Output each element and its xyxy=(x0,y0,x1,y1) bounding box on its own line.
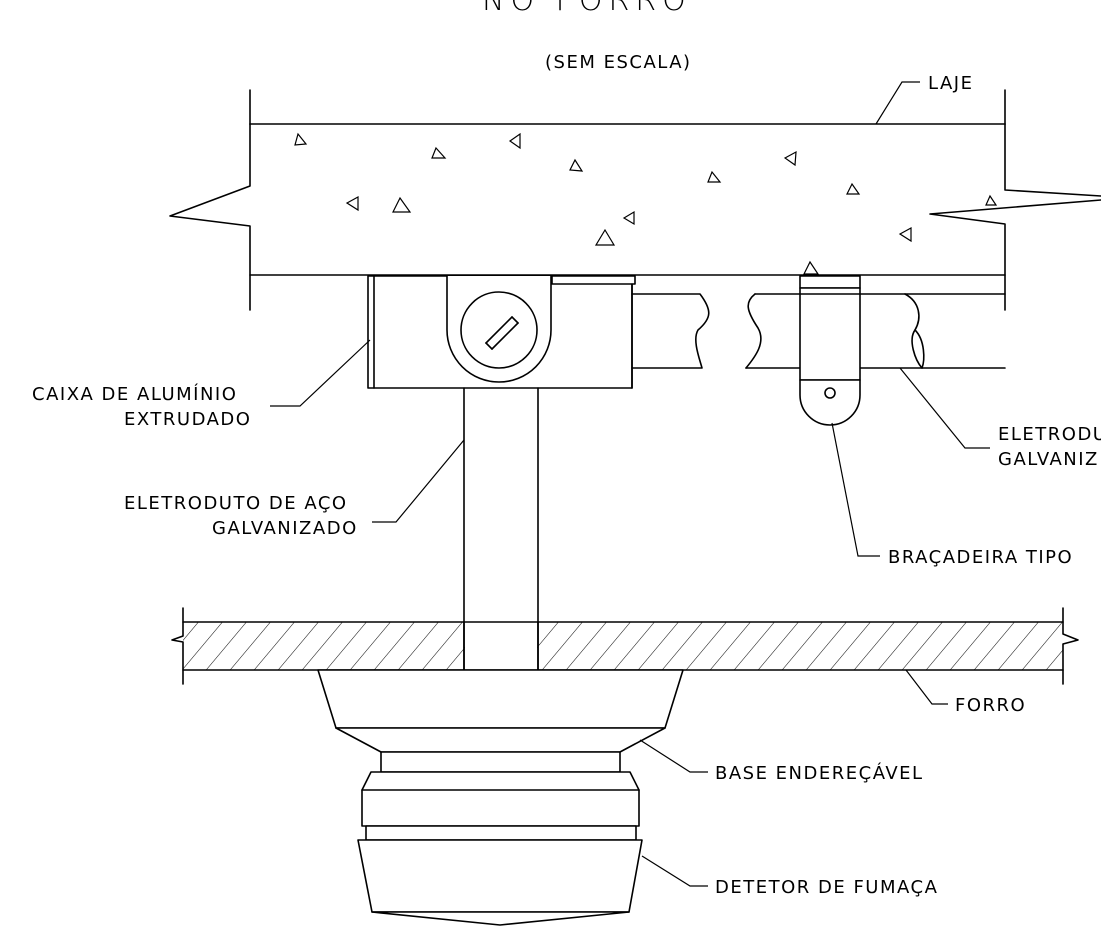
laje-callout: LAJE xyxy=(875,73,973,125)
label-eletroduto-right-line2: GALVANIZ xyxy=(998,449,1099,470)
label-laje: LAJE xyxy=(928,73,973,94)
bracadeira-callout: BRAÇADEIRA TIPO xyxy=(831,422,1073,568)
eletroduto-right-callout: ELETRODU GALVANIZ xyxy=(899,367,1101,470)
drawing-title: NO FORRO xyxy=(482,0,692,18)
label-caixa-line2: EXTRUDADO xyxy=(124,409,251,430)
conduit-clamp xyxy=(799,275,861,426)
horizontal-conduit-stub xyxy=(631,293,710,369)
slab xyxy=(169,89,1101,311)
label-caixa-line1: CAIXA DE ALUMÍNIO xyxy=(32,383,237,405)
label-detetor: DETETOR DE FUMAÇA xyxy=(715,877,938,898)
base-callout: BASE ENDEREÇÁVEL xyxy=(639,739,924,784)
label-forro: FORRO xyxy=(955,695,1026,716)
label-eletroduto-left-line1: ELETRODUTO DE AÇO xyxy=(124,493,348,514)
caixa-callout: CAIXA DE ALUMÍNIO EXTRUDADO xyxy=(32,339,371,430)
eletroduto-left-callout: ELETRODUTO DE AÇO GALVANIZADO xyxy=(124,439,465,539)
label-eletroduto-left-line2: GALVANIZADO xyxy=(212,518,358,539)
forro-callout: FORRO xyxy=(905,669,1026,716)
addressable-base xyxy=(317,669,684,773)
label-bracadeira: BRAÇADEIRA TIPO xyxy=(888,547,1073,568)
label-base: BASE ENDEREÇÁVEL xyxy=(715,762,924,784)
conduit-end xyxy=(904,293,925,369)
horizontal-conduit-run xyxy=(745,293,1006,369)
smoke-detector xyxy=(357,771,643,926)
ceiling-forro xyxy=(171,607,1079,685)
label-eletroduto-right-line1: ELETRODU xyxy=(998,424,1101,445)
aluminum-box xyxy=(367,275,636,389)
detetor-callout: DETETOR DE FUMAÇA xyxy=(641,855,938,898)
drawing-scale-note: (SEM ESCALA) xyxy=(545,52,692,73)
concrete-aggregate xyxy=(294,132,998,275)
